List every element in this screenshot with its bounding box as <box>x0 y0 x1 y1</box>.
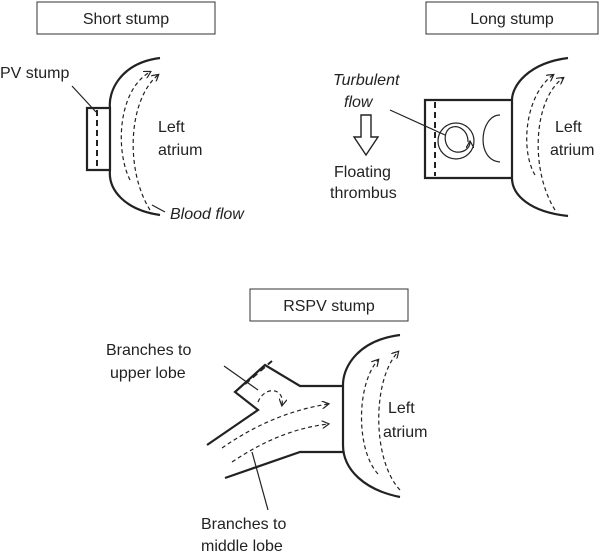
long-turbulent-pointer <box>389 109 446 136</box>
rspv-stump-panel: RSPV stump Branches to upper lobe Branch… <box>106 288 427 555</box>
short-pv-label: PV stump <box>0 65 69 82</box>
rspv-flow-arrow-1 <box>221 404 328 449</box>
long-thrombus-label-2: thrombus <box>330 185 397 202</box>
long-stump-outline <box>423 98 512 180</box>
rspv-stump-title: RSPV stump <box>283 298 375 315</box>
short-atrium-label-2: atrium <box>158 142 202 159</box>
short-pv-pointer <box>71 85 97 113</box>
rspv-middle-pointer <box>251 451 269 511</box>
long-atrium-label-1: Left <box>555 119 582 136</box>
rspv-upper-ligation <box>244 360 273 385</box>
long-flow-arrow-1 <box>526 75 553 176</box>
long-atrium-wall <box>510 56 569 218</box>
long-atrium-label-2: atrium <box>550 142 594 159</box>
long-stump-title-box <box>425 1 599 35</box>
rspv-middle-label-1: Branches to <box>201 516 286 533</box>
rspv-atrium-label-2: atrium <box>383 424 427 441</box>
rspv-flow-arrow-4 <box>378 352 401 491</box>
rspv-atrium-label-1: Left <box>388 400 415 417</box>
rspv-upper-recirc-arrow <box>257 390 282 405</box>
rspv-middle-label-2: middle lobe <box>201 538 283 555</box>
long-turbulent-label-2: flow <box>344 94 374 111</box>
long-stump-panel: Long stump Turbulent flow Floating throm… <box>330 1 599 218</box>
long-thrombus-label-1: Floating <box>334 164 391 181</box>
short-stump-title: Short stump <box>83 11 169 28</box>
rspv-upper-label-1: Branches to <box>106 342 191 359</box>
short-stump-panel: Short stump PV stump Left atrium Blood f… <box>0 1 245 223</box>
long-stump-title: Long stump <box>470 11 554 28</box>
rspv-stump-title-box <box>249 288 409 322</box>
short-flow-pointer <box>151 204 166 213</box>
short-flow-arrow-1 <box>120 72 150 181</box>
short-stump-outline <box>85 106 110 172</box>
rspv-flow-arrow-3 <box>360 360 379 475</box>
short-flow-label: Blood flow <box>170 206 245 223</box>
long-stump-bulge <box>482 114 501 163</box>
long-flow-arrow-2 <box>537 78 563 211</box>
rspv-atrium-wall <box>341 333 401 499</box>
short-atrium-wall <box>108 56 161 217</box>
rspv-flow-arrow-2 <box>231 424 328 463</box>
rspv-vessel-lower <box>224 450 343 480</box>
short-flow-arrow-2 <box>132 75 158 211</box>
rspv-upper-label-2: upper lobe <box>110 365 186 382</box>
long-turbulent-label-1: Turbulent <box>333 72 400 89</box>
short-atrium-label-1: Left <box>158 119 185 136</box>
rspv-vessel-upper <box>206 363 343 446</box>
short-stump-title-box <box>36 1 216 35</box>
turbulent-swirl-icon <box>437 122 475 160</box>
rspv-upper-pointer <box>223 365 259 391</box>
down-arrow-icon <box>352 114 380 157</box>
